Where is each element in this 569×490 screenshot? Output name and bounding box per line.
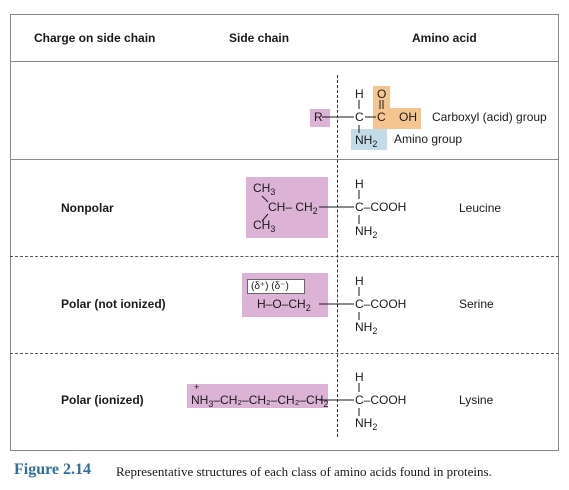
serine-nh2: NH2 <box>355 320 378 336</box>
header-divider <box>10 61 559 62</box>
header-amino-acid: Amino acid <box>412 31 477 45</box>
lysine-positive-charge: + <box>194 382 200 392</box>
general-r: R <box>314 110 323 124</box>
row-divider-1 <box>10 256 559 257</box>
leucine-c-cooh: C–COOH <box>355 200 407 214</box>
carboxyl-group-label: Carboxyl (acid) group <box>432 110 547 124</box>
amino-acid-lysine: Lysine <box>459 393 494 407</box>
leucine-h: H <box>355 177 364 191</box>
lysine-side-chain-box <box>187 384 328 408</box>
amino-acid-serine: Serine <box>459 297 494 311</box>
serine-h-o-ch2: H–O–CH2 <box>257 297 311 313</box>
figure-number: Figure 2.14 <box>14 461 92 478</box>
amino-group-label: Amino group <box>394 132 463 146</box>
lysine-nh2: NH2 <box>355 416 378 432</box>
general-alpha-carbon: C <box>355 110 364 124</box>
amino-group-box <box>351 129 387 150</box>
carboxyl-box-top <box>373 86 390 110</box>
figure-frame <box>10 14 559 451</box>
serine-c-cooh: C–COOH <box>355 297 407 311</box>
row-charge-nonpolar: Nonpolar <box>61 201 114 215</box>
header-side-chain: Side chain <box>229 31 290 45</box>
lysine-h: H <box>355 370 364 384</box>
carboxyl-box <box>373 108 421 129</box>
leucine-nh2: NH2 <box>355 224 378 240</box>
leucine-side-chain-box <box>246 177 328 238</box>
general-o: O <box>377 87 387 101</box>
leucine-ch3-top: CH3 <box>253 181 276 197</box>
row-charge-polar-not-ionized: Polar (not ionized) <box>61 297 166 311</box>
general-carboxyl-carbon: C <box>377 110 386 124</box>
header-charge: Charge on side chain <box>34 31 156 45</box>
leucine-ch-ch2: CH– CH2 <box>268 200 318 216</box>
general-oh: OH <box>399 110 417 124</box>
leucine-ch3-bottom: CH3 <box>253 218 276 234</box>
figure-caption: Representative structures of each class … <box>116 464 492 479</box>
serine-h: H <box>355 274 364 288</box>
partial-charge-box <box>247 279 305 294</box>
general-divider <box>10 159 559 160</box>
row-charge-polar-ionized: Polar (ionized) <box>61 393 144 407</box>
side-chain-boundary-line <box>337 75 338 437</box>
general-h: H <box>355 87 364 101</box>
r-group-box <box>310 109 330 127</box>
row-divider-2 <box>10 353 559 354</box>
serine-partial-charges: (δ⁺) (δ⁻) <box>251 281 289 292</box>
amino-acid-leucine: Leucine <box>459 201 502 215</box>
lysine-nh3-chain: NH3–CH₂–CH₂–CH₂–CH2 <box>191 393 329 409</box>
general-nh2: NH2 <box>355 133 378 149</box>
lysine-c-cooh: C–COOH <box>355 393 407 407</box>
